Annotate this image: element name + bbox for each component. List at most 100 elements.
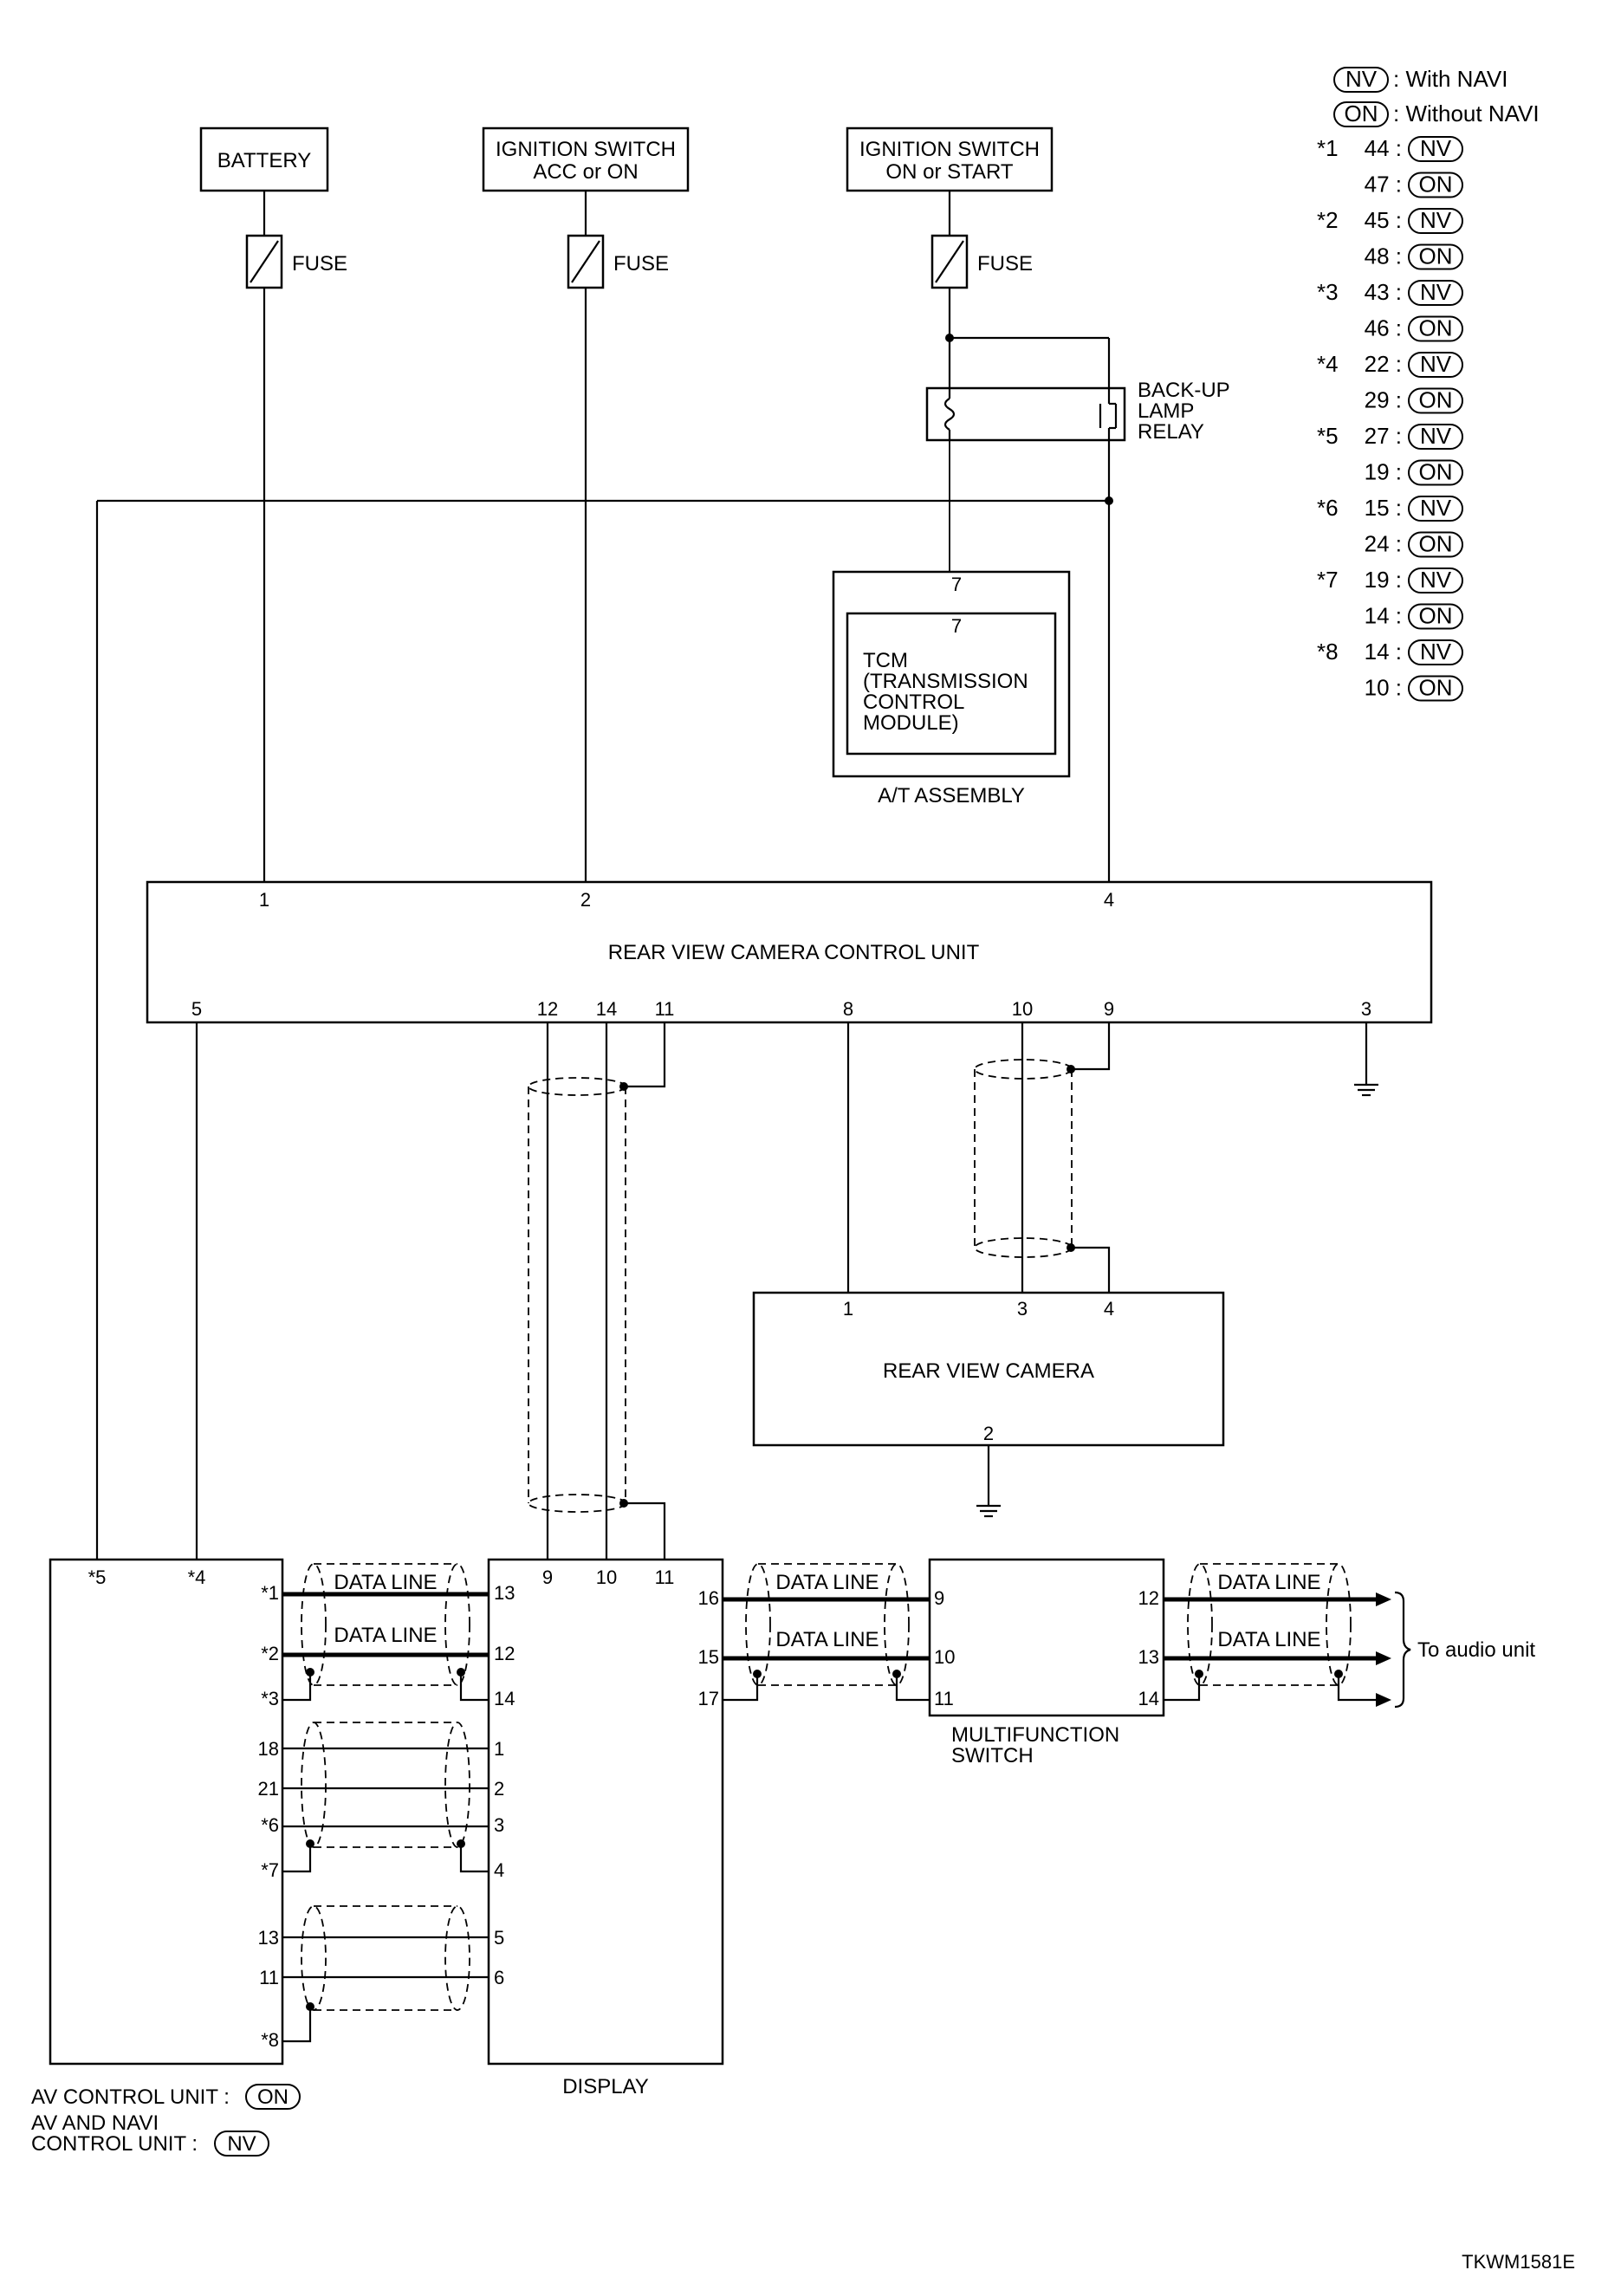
legend-code-badge-frame [1408,496,1463,522]
legend-code: ON [1419,315,1453,341]
legend-ref: *6 [1317,495,1339,521]
legend-code-badge-frame [1408,531,1463,558]
mfs-pin-12: 12 [1138,1587,1159,1609]
rvccu-pin-8: 8 [843,998,853,1020]
legend-code-badge-frame [1408,136,1463,162]
video-cable-display [528,1022,666,1560]
fuse-on: FUSE [930,191,1033,289]
rvccu-pin-12: 12 [537,998,558,1020]
ignition-acc-label-2: ACC or ON [533,160,638,184]
legend-ref: *1 [1317,135,1339,161]
av-pin-1: *1 [261,1582,279,1604]
legend-code-badge-frame [1408,568,1463,593]
legend-pin: 43 : [1365,279,1402,305]
av-display-video-cable [282,1905,489,2043]
ignition-on-label-1: IGNITION SWITCH [859,138,1040,161]
display-unit: 9 10 11 13 12 14 1 2 3 4 5 6 16 15 17 [487,1558,724,2066]
rear-view-camera-control-unit: 1 2 4 REAR VIEW CAMERA CONTROL UNIT 5 12… [146,880,1433,1024]
camera-pin-1: 1 [843,1298,853,1320]
relay-label-3: RELAY [1138,420,1204,444]
display-pin-15: 15 [698,1646,719,1668]
ignition-on-box [846,126,1054,192]
legend-nv-badge: NV [1345,66,1378,92]
av-pin-top-5: *5 [88,1566,107,1588]
legend-pin: 14 : [1365,639,1402,665]
ground-rvccu [1354,1022,1378,1097]
display-pin-6: 6 [494,1967,504,1988]
legend-code-badge-frame [1408,639,1463,665]
av-pin-21: 21 [258,1778,279,1800]
rvccu-label: REAR VIEW CAMERA CONTROL UNIT [608,941,980,964]
display-pin-17: 17 [698,1688,719,1709]
rvccu-pin-1: 1 [259,889,269,911]
camera-label: REAR VIEW CAMERA [883,1359,1094,1383]
legend-pin: 45 : [1365,207,1402,233]
legend-pin: 19 : [1365,459,1402,485]
av-label-nv-2: CONTROL UNIT : [31,2132,198,2156]
display-pin-16: 16 [698,1587,719,1609]
legend-pin: 14 : [1365,603,1402,629]
at-assembly-label: A/T ASSEMBLY [878,784,1025,807]
display-mfs-data-lines: DATA LINE DATA LINE [723,1563,930,1702]
legend-ref: *2 [1317,207,1339,233]
legend-code: ON [1419,531,1453,557]
legend-on-text: : Without NAVI [1393,101,1540,126]
av-label-nv-badge: NV [227,2132,256,2156]
legend-code-badge-frame [1408,352,1463,378]
legend-code-badge-frame [1408,208,1463,234]
ground-camera [976,1445,1001,1518]
display-pin-3: 3 [494,1814,504,1836]
av-pin-8: *8 [261,2029,279,2051]
av-pin-18: 18 [258,1738,279,1760]
legend-code: NV [1420,279,1452,305]
camera-pin-4: 4 [1104,1298,1114,1320]
video-cable-camera [974,1022,1111,1293]
display-pin-13: 13 [494,1582,515,1604]
ignition-acc-label-1: IGNITION SWITCH [496,138,676,161]
legend-ref: *4 [1317,351,1339,377]
mfs-label-2: SWITCH [951,1744,1034,1767]
display-pin-2: 2 [494,1778,504,1800]
rvccu-pin-9: 9 [1104,998,1114,1020]
display-pin-12: 12 [494,1643,515,1664]
legend-pin: 27 : [1365,423,1402,449]
av-pin-top-4: *4 [188,1566,206,1588]
data-line-label-av-1: DATA LINE [334,1571,437,1594]
data-line-label-disp-1: DATA LINE [775,1571,879,1594]
battery-label: BATTERY [217,149,311,172]
legend-code: NV [1420,567,1452,593]
legend-code: ON [1419,459,1453,485]
display-label: DISPLAY [562,2075,649,2098]
display-pin-11: 11 [655,1566,675,1588]
display-pin-10: 10 [596,1566,617,1588]
rvccu-pin-10: 10 [1012,998,1033,1020]
figure-code: TKWM1581E [1462,2251,1575,2273]
mfs-pin-11: 11 [934,1688,954,1709]
legend-code-badge-frame [1408,603,1463,630]
data-line-label-av-2: DATA LINE [334,1624,437,1647]
legend-pin: 48 : [1365,243,1402,269]
rvccu-pin-11: 11 [655,998,675,1020]
legend-code: ON [1419,172,1453,198]
rvccu-pin-3: 3 [1361,998,1371,1020]
multifunction-switch: 9 10 11 12 13 14 [928,1558,1165,1717]
legend-code-badge-frame [1408,315,1463,342]
legend-pin: 22 : [1365,351,1402,377]
ignition-acc-box [482,126,690,192]
legend-pin: 19 : [1365,567,1402,593]
legend-code: NV [1420,351,1452,377]
mfs-pin-14: 14 [1138,1688,1159,1709]
display-pin-4: 4 [494,1859,504,1881]
rvccu-pin-14: 14 [596,998,617,1020]
display-pin-9: 9 [542,1566,553,1588]
fuse-acc: FUSE [567,191,669,289]
fuse-battery: FUSE [245,191,347,289]
legend-pin: 29 : [1365,387,1402,413]
fuse-battery-label: FUSE [292,252,347,276]
legend-code: NV [1420,639,1452,665]
legend-on-badge-frame [1333,101,1389,127]
to-audio-unit-label: To audio unit [1417,1638,1535,1662]
backup-lamp-relay: BACK-UP LAMP RELAY [925,338,1230,444]
